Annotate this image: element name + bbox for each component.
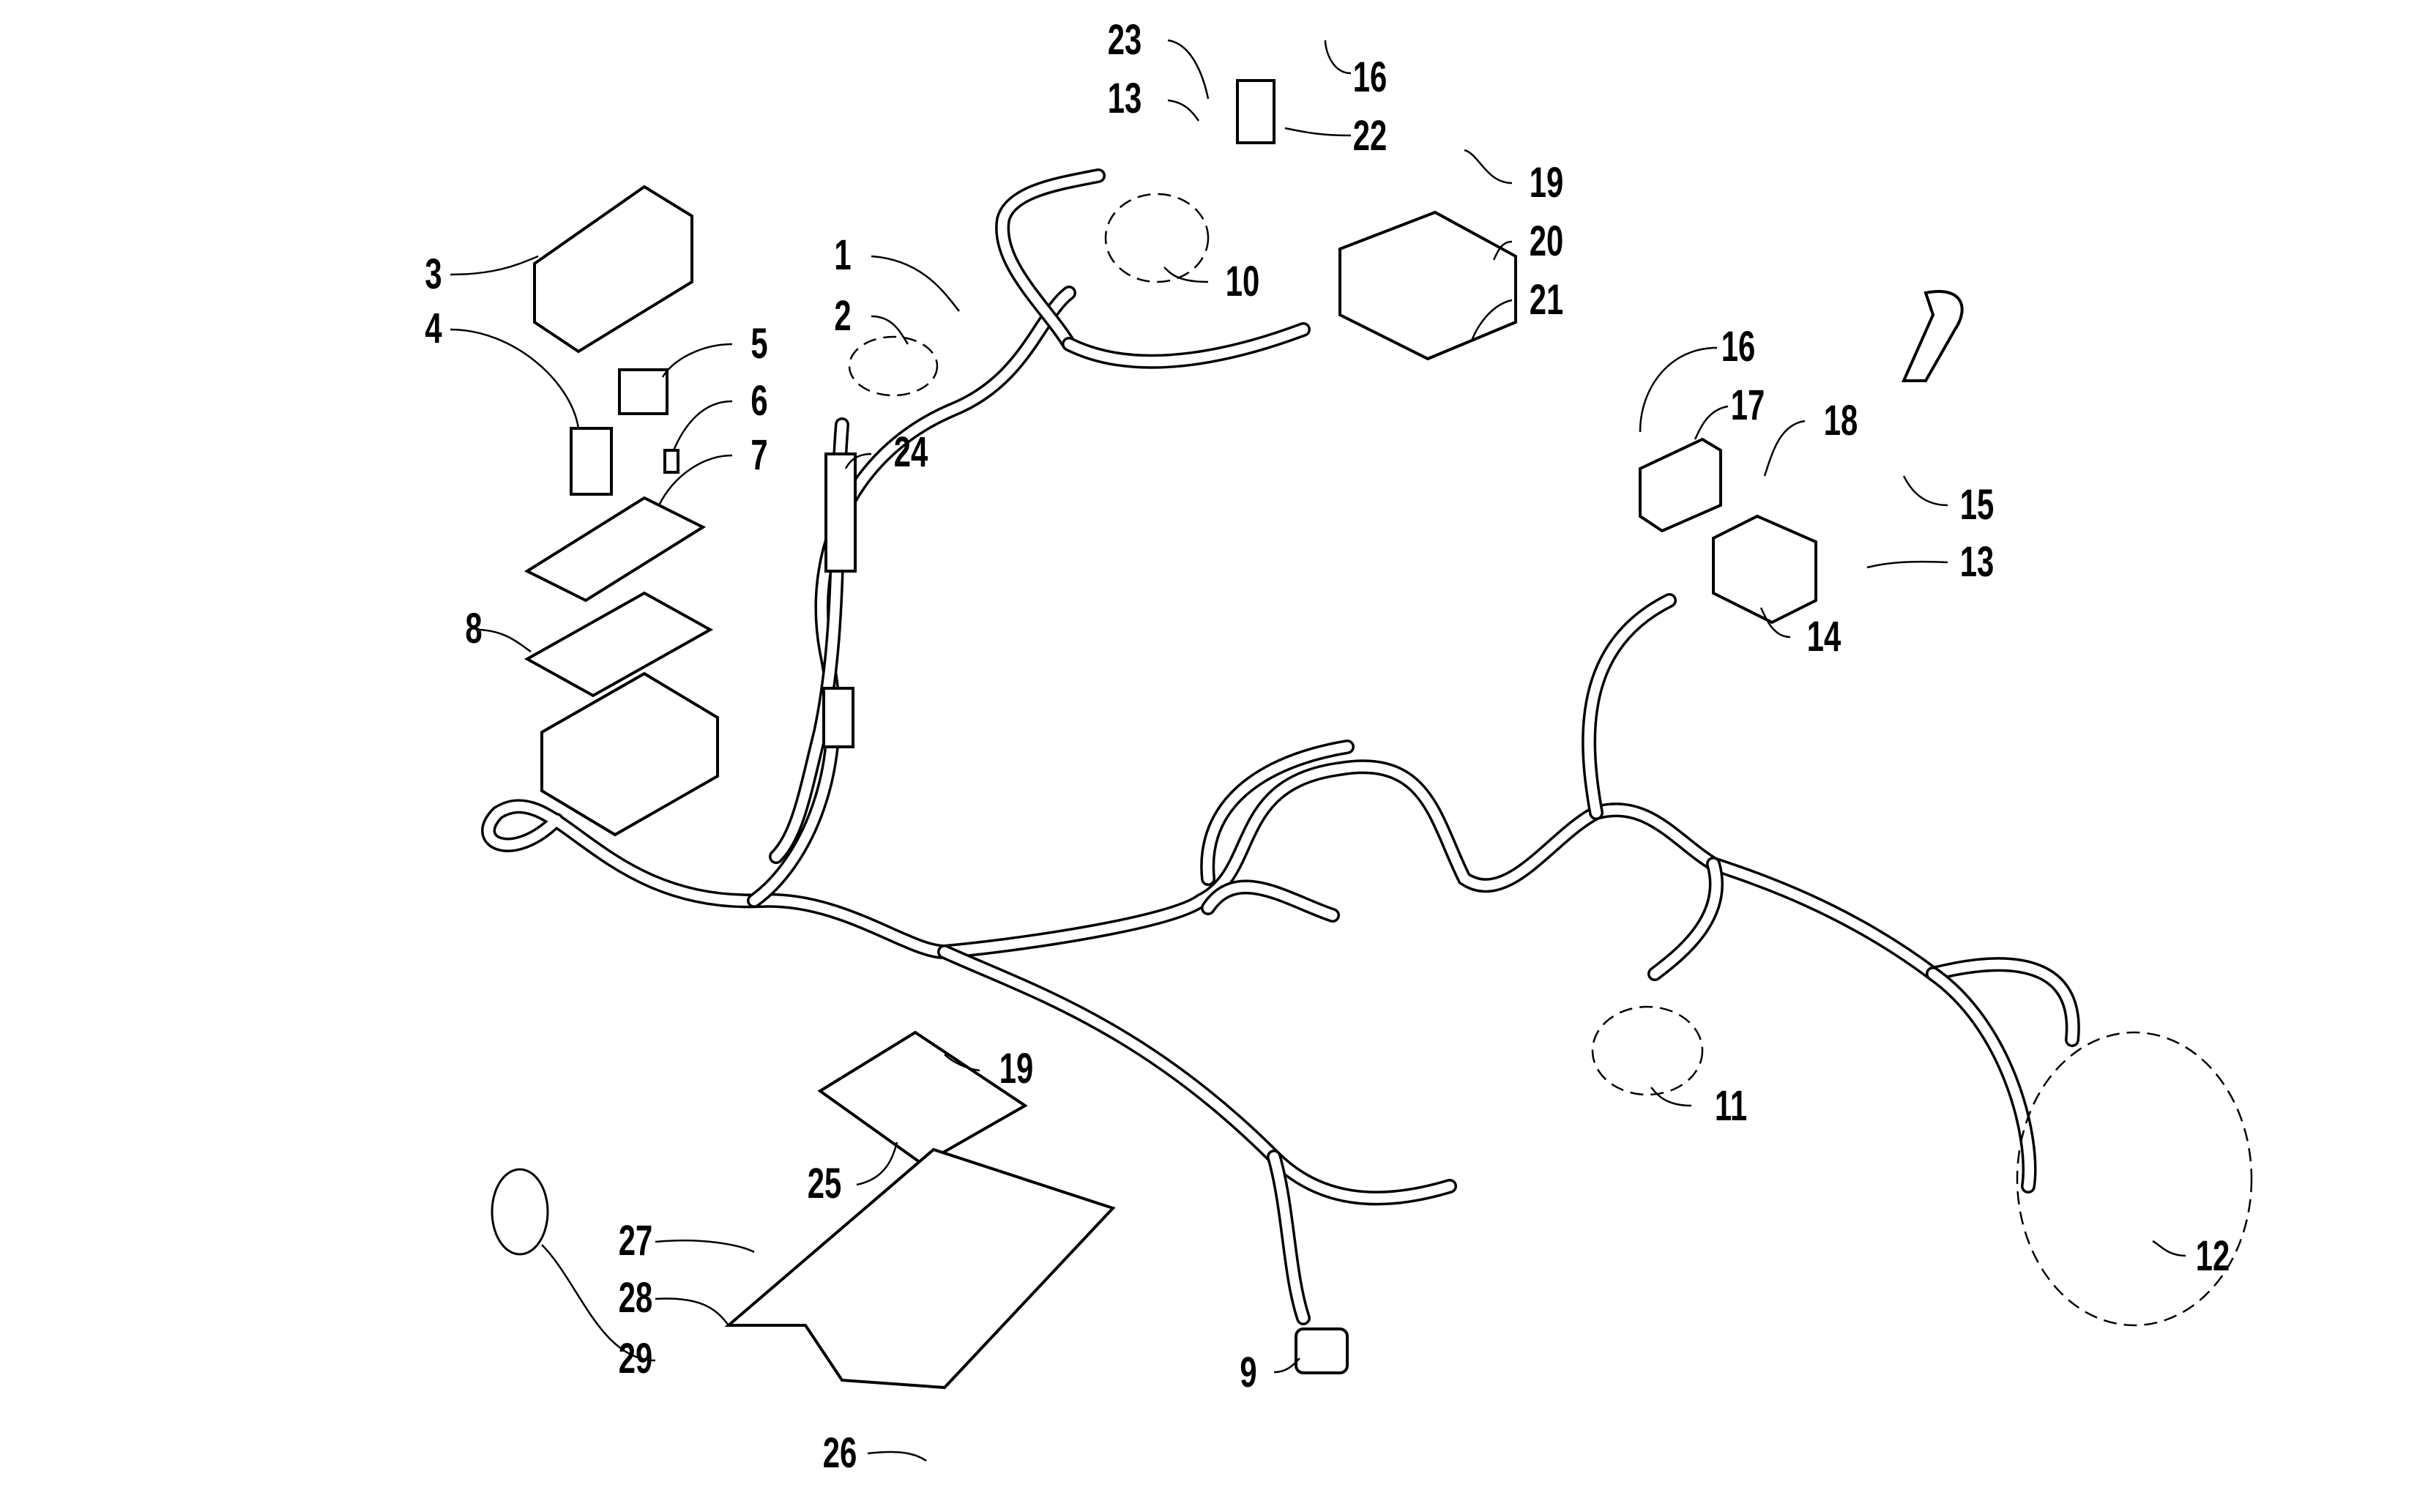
fuse-6 [663, 449, 679, 474]
cable-tie-29 [491, 1168, 549, 1256]
group-outline-10 [1104, 193, 1210, 283]
callout-1[interactable]: 1 [834, 231, 852, 279]
callout-3[interactable]: 3 [425, 250, 442, 298]
callout-24[interactable]: 24 [893, 428, 928, 476]
callout-13[interactable]: 13 [1107, 75, 1142, 122]
callout-11[interactable]: 11 [1714, 1082, 1748, 1130]
callout-6[interactable]: 6 [751, 377, 768, 425]
callout-2[interactable]: 2 [834, 292, 852, 340]
callout-23[interactable]: 23 [1107, 16, 1142, 64]
callout-15[interactable]: 15 [1959, 481, 1995, 529]
group-outline-12 [2016, 1031, 2253, 1327]
callout-29[interactable]: 29 [618, 1335, 653, 1382]
callout-4[interactable]: 4 [425, 305, 442, 352]
callout-14[interactable]: 14 [1806, 613, 1841, 660]
relay-4 [570, 427, 613, 496]
callout-20[interactable]: 20 [1529, 217, 1564, 265]
callout-25[interactable]: 25 [807, 1160, 842, 1207]
callout-8[interactable]: 8 [465, 605, 483, 652]
ignition-coil-14 [1712, 514, 1817, 625]
callout-7[interactable]: 7 [751, 431, 768, 479]
callout-13b[interactable]: 13 [1959, 538, 1995, 586]
fuse-label-7 [524, 496, 707, 603]
fuse-box-cover [533, 185, 693, 354]
bracket-17 [1639, 437, 1722, 533]
mounting-plate-28 [724, 1147, 1116, 1390]
callout-9[interactable]: 9 [1240, 1349, 1257, 1396]
callout-21[interactable]: 21 [1529, 276, 1564, 324]
group-outline-2 [848, 335, 939, 397]
group-outline-11 [1591, 1005, 1704, 1096]
callout-19b[interactable]: 19 [999, 1045, 1034, 1092]
relay-5 [618, 368, 669, 415]
callout-28[interactable]: 28 [618, 1274, 653, 1322]
seal-8 [524, 591, 714, 698]
sensor-24 [822, 453, 857, 748]
callout-22[interactable]: 22 [1352, 112, 1388, 160]
callout-26[interactable]: 26 [822, 1429, 857, 1477]
callout-5[interactable]: 5 [751, 320, 768, 368]
main-harness [481, 168, 2080, 1325]
voltage-regulator-20 [1338, 210, 1517, 361]
fuse-box-base [540, 671, 719, 837]
sensor-bracket-22 [1236, 79, 1275, 144]
callout-16b[interactable]: 16 [1721, 323, 1756, 370]
callout-12[interactable]: 12 [2195, 1232, 2230, 1280]
callout-17[interactable]: 17 [1730, 381, 1765, 429]
callout-19[interactable]: 19 [1529, 159, 1564, 206]
callout-18[interactable]: 18 [1823, 397, 1858, 444]
callout-27[interactable]: 27 [618, 1217, 653, 1265]
diag-cap-9 [1295, 1327, 1349, 1374]
ecu-25 [817, 1030, 1028, 1166]
leader-lines [450, 39, 2186, 1462]
ignition-cap-15 [1901, 290, 1964, 382]
callout-10[interactable]: 10 [1225, 258, 1260, 305]
callout-16[interactable]: 16 [1352, 53, 1388, 101]
